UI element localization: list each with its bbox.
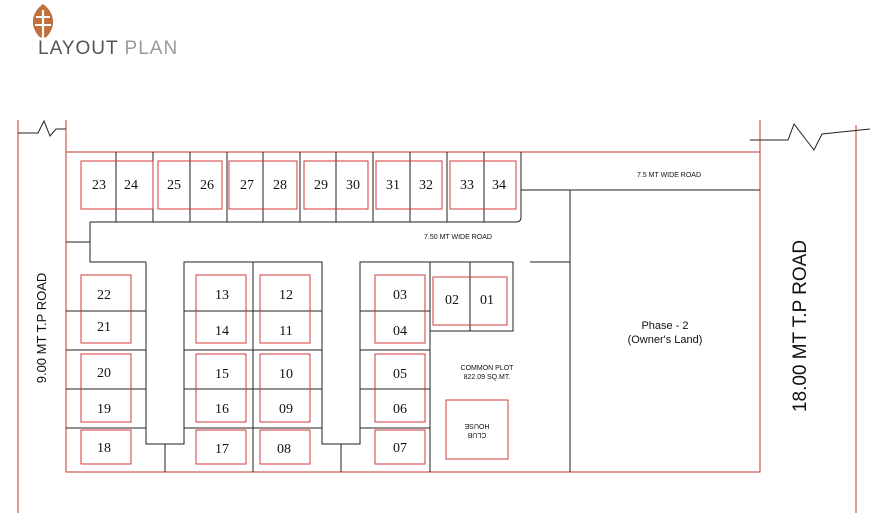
column-d-plots: 03 04 05 06 07 xyxy=(393,288,407,456)
plot-number: 27 xyxy=(240,178,254,193)
plot-number: 32 xyxy=(419,178,433,193)
plot-number: 03 xyxy=(393,288,407,303)
plot-number: 28 xyxy=(273,178,287,193)
plot-number: 14 xyxy=(215,324,229,339)
common-plot-title: COMMON PLOT xyxy=(461,365,515,372)
pair-plots: 02 01 xyxy=(445,293,494,308)
layout-lines xyxy=(66,152,760,472)
plot-number: 34 xyxy=(492,178,506,193)
middle-road-label: 7.50 MT WIDE ROAD xyxy=(424,234,492,241)
plot-number: 15 xyxy=(215,367,229,382)
phase2-title: Phase - 2 xyxy=(641,320,688,332)
plot-number: 13 xyxy=(215,288,229,303)
plot-number: 30 xyxy=(346,178,360,193)
plot-number: 19 xyxy=(97,402,111,417)
right-break-line xyxy=(750,122,871,151)
plot-number: 17 xyxy=(215,442,229,457)
title-second: PLAN xyxy=(124,38,179,59)
plot-number: 23 xyxy=(92,178,106,193)
plot-number: 07 xyxy=(393,441,407,456)
plot-number: 09 xyxy=(279,402,293,417)
phase2-subtitle: (Owner's Land) xyxy=(628,334,703,346)
page-title: LAYOUT PLAN xyxy=(38,38,178,60)
column-b-plots: 13 14 15 16 17 xyxy=(215,288,229,457)
plot-number: 01 xyxy=(480,293,494,308)
common-plot-area: 822.09 SQ.MT. xyxy=(464,374,511,381)
column-a-plots: 22 21 20 19 18 xyxy=(97,288,111,456)
left-road-label: 9.00 MT T.P ROAD xyxy=(34,273,49,384)
club-house-label: CLUB HOUSE xyxy=(464,422,489,438)
plot-number: 06 xyxy=(393,402,407,417)
title-first: LAYOUT xyxy=(38,38,119,59)
leaf-logo-icon xyxy=(32,4,54,40)
right-road-label: 18.00 MT T.P ROAD xyxy=(790,240,811,412)
plot-number: 16 xyxy=(215,402,229,417)
plot-boxes xyxy=(80,160,517,465)
column-c-plots: 12 11 10 09 08 xyxy=(277,288,293,457)
plot-number: 20 xyxy=(97,366,111,381)
plot-number: 21 xyxy=(97,320,111,335)
plot-number: 31 xyxy=(386,178,400,193)
plot-number: 25 xyxy=(167,178,181,193)
plot-number: 12 xyxy=(279,288,293,303)
plot-number: 29 xyxy=(314,178,328,193)
club-house-line1: CLUB xyxy=(467,431,486,438)
left-road-edges xyxy=(17,120,67,513)
plot-number: 05 xyxy=(393,367,407,382)
right-road-edges xyxy=(759,120,857,513)
plot-number: 08 xyxy=(277,442,291,457)
top-row-plots: 23 24 25 26 27 28 29 30 31 32 33 34 xyxy=(92,178,506,193)
plot-number: 22 xyxy=(97,288,111,303)
club-house-line2: HOUSE xyxy=(464,422,489,429)
plot-number: 02 xyxy=(445,293,459,308)
top-road-label: 7.5 MT WIDE ROAD xyxy=(637,172,701,179)
plot-number: 18 xyxy=(97,441,111,456)
plot-number: 33 xyxy=(460,178,474,193)
plot-number: 26 xyxy=(200,178,214,193)
header: LAYOUT PLAN xyxy=(0,0,879,64)
plot-number: 24 xyxy=(124,178,138,193)
site-boundary xyxy=(65,151,761,473)
plot-number: 11 xyxy=(279,324,292,339)
left-break-line xyxy=(18,119,66,137)
plot-number: 04 xyxy=(393,324,407,339)
plot-number: 10 xyxy=(279,367,293,382)
